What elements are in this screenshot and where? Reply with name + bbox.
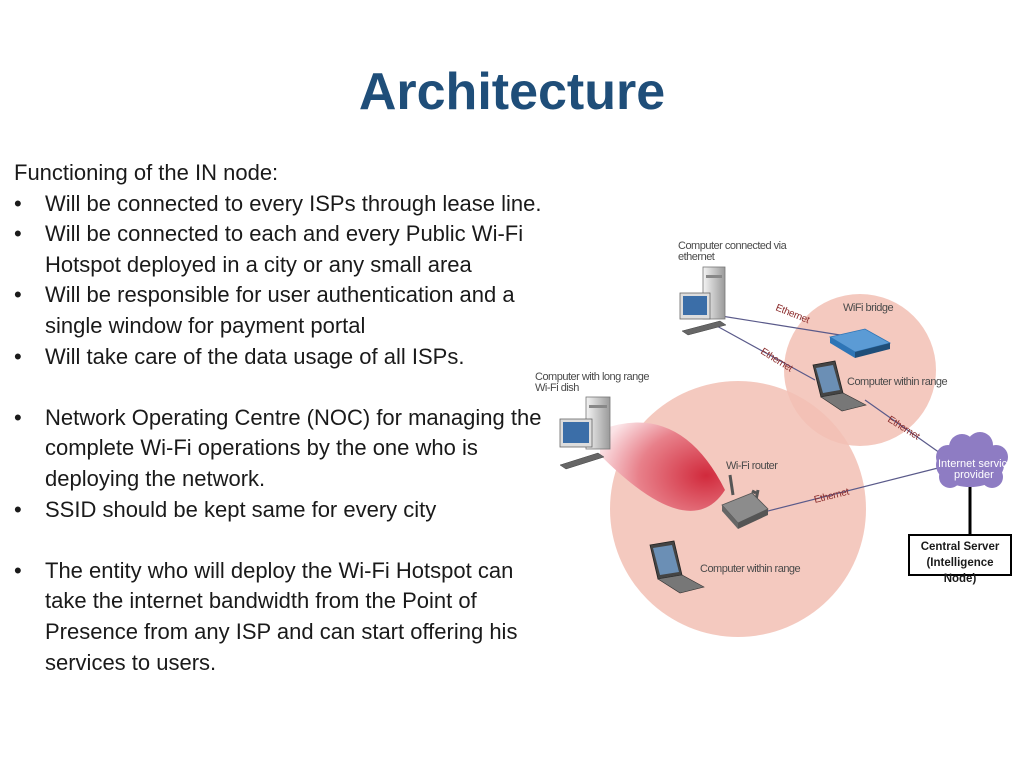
bullet-item: SSID should be kept same for every city — [14, 495, 544, 526]
bullet-list: Will be connected to every ISPs through … — [14, 189, 544, 679]
computer-ethernet-label: Computer connected via — [678, 240, 788, 252]
computer-dish-label: Wi-Fi dish — [535, 382, 579, 394]
isp-label: Internet service — [938, 458, 1013, 470]
text-content: Functioning of the IN node: Will be conn… — [14, 158, 544, 678]
ethernet-line — [864, 399, 941, 454]
central-server-sublabel: (Intelligence Node) — [926, 557, 994, 585]
ethernet-line — [759, 467, 939, 514]
bullet-item: The entity who will deploy the Wi-Fi Hot… — [14, 556, 544, 678]
wifi-bridge-icon — [828, 328, 892, 358]
desktop-computer-icon — [559, 396, 611, 470]
bullet-item: Will take care of the data usage of all … — [14, 342, 544, 373]
computer-ethernet-label: ethernet — [678, 251, 715, 263]
ethernet-line — [714, 324, 816, 381]
laptop-icon — [812, 360, 867, 412]
bullet-item: Will be connected to each and every Publ… — [14, 219, 544, 280]
computer-range-bottom-label: Computer within range — [700, 563, 801, 575]
wifi-bridge-label: WiFi bridge — [843, 302, 894, 314]
computer-range-top-label: Computer within range — [847, 376, 948, 388]
isp-label: provider — [954, 469, 994, 481]
cloud-icon — [936, 432, 1008, 488]
ethernet-line — [714, 314, 841, 336]
central-server-label: Central Server — [920, 541, 1000, 553]
intro-text: Functioning of the IN node: — [14, 160, 279, 185]
wifi-dish-beam — [600, 422, 725, 511]
central-server-box: Central Server (Intelligence Node) — [908, 534, 1012, 585]
ethernet-label: Ethernet — [774, 303, 811, 327]
bullet-item: Will be responsible for user authenticat… — [14, 280, 544, 341]
wifi-router-icon — [721, 474, 769, 529]
wifi-router-label: Wi-Fi router — [726, 460, 778, 472]
bullet-item: Will be connected to every ISPs through … — [14, 189, 544, 220]
bullet-item: Network Operating Centre (NOC) for manag… — [14, 403, 544, 495]
laptop-icon — [649, 540, 705, 594]
computer-dish-label: Computer with long range — [535, 371, 649, 383]
page-title: Architecture — [358, 63, 666, 121]
network-diagram: Ethernet Ethernet Ethernet Ethernet Comp… — [535, 240, 1013, 637]
desktop-computer-icon — [679, 266, 727, 336]
